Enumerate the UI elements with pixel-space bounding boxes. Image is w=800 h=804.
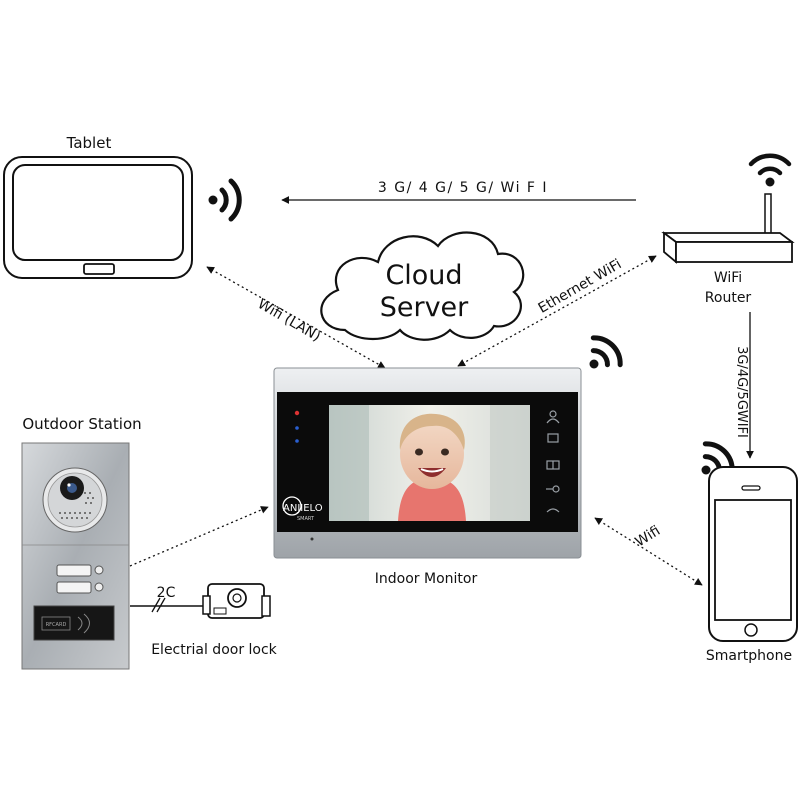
- status-indicator: [295, 426, 299, 430]
- indoor-monitor-device: ANJIELO SMART: [273, 367, 582, 559]
- speaker-grille: [59, 492, 94, 519]
- call-button-1-icon: [94, 565, 104, 575]
- router-label-line1: WiFi: [714, 270, 742, 286]
- tablet-home-button: [83, 263, 115, 275]
- home-button-icon: [744, 623, 758, 637]
- wire-2c-label: 2C: [157, 585, 176, 601]
- cloud-label-line1: Cloud: [385, 260, 462, 291]
- call-button-2-icon: [94, 582, 104, 592]
- brand-logo: ANJIELO: [283, 503, 323, 514]
- router-phone-label: 3G/4G/5GWIFI: [734, 346, 749, 438]
- router-device: [661, 193, 795, 264]
- status-indicator: [295, 439, 299, 443]
- door-lock-icon: [202, 583, 271, 619]
- ethernet-wifi-label: Ethernet WiFi: [536, 256, 625, 316]
- door-lock-label: Electrial door lock: [151, 642, 277, 658]
- rfid-card-reader: [33, 605, 115, 641]
- nfc-icon: [77, 613, 90, 634]
- phone-icon: [546, 508, 560, 513]
- smartphone-screen: [714, 499, 792, 621]
- tablet-label: Tablet: [66, 134, 112, 152]
- door-icon: [547, 433, 559, 443]
- power-indicator: [294, 410, 300, 416]
- outdoor-monitor-connector: [129, 506, 269, 567]
- baby-face: [400, 419, 464, 489]
- wire-slash: [151, 597, 161, 613]
- baby-shirt: [398, 478, 466, 521]
- smartphone-device: [708, 466, 798, 642]
- user-icon: [546, 410, 560, 424]
- rfcard-label: RFCARD: [46, 622, 67, 628]
- wifi-signal-icon: [589, 335, 623, 369]
- wifi-lan-label: Wifi (LAN): [255, 296, 323, 345]
- smartphone-label: Smartphone: [706, 648, 792, 664]
- unlock-icon: [546, 485, 560, 493]
- microphone-hole: [310, 537, 314, 541]
- monitor-phone-connector: [594, 517, 703, 586]
- call-button-2: [56, 581, 92, 594]
- tablet-device: [3, 156, 193, 279]
- outdoor-station-label: Outdoor Station: [22, 415, 141, 433]
- video-screen: [329, 405, 530, 521]
- wifi-signal-icon: [208, 178, 242, 222]
- indoor-monitor-label: Indoor Monitor: [375, 571, 478, 587]
- call-button-1: [56, 564, 92, 577]
- brand-sub: SMART: [297, 516, 315, 522]
- tablet-monitor-connector: [206, 266, 386, 369]
- monitor-phone-wifi-label: Wifi: [633, 523, 664, 550]
- earpiece-icon: [741, 485, 761, 491]
- wire-slash: [156, 597, 166, 613]
- menu-icon: [546, 460, 560, 470]
- wifi-signal-icon: [748, 153, 792, 187]
- network-label: 3 G/ 4 G/ 5 G/ Wi F I: [378, 180, 548, 196]
- outdoor-station-device: RFCARD: [21, 442, 130, 670]
- cloud-label-line2: Server: [380, 292, 469, 323]
- monitor-touch-keys: [546, 410, 560, 513]
- router-label-line2: Router: [705, 290, 752, 306]
